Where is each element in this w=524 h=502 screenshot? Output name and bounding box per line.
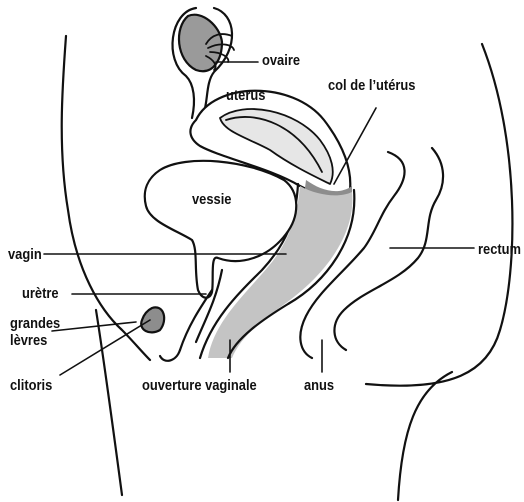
leg-outline — [96, 310, 122, 495]
label-levres: lèvres — [10, 333, 47, 348]
ovary-shape — [179, 15, 222, 71]
leader-grandes-levres — [52, 322, 136, 331]
labia-minora — [160, 350, 180, 361]
label-vagin: vagin — [8, 247, 42, 262]
label-ouverture-vaginale: ouverture vaginale — [142, 378, 257, 393]
label-grandes: grandes — [10, 316, 60, 331]
label-uretre: urètre — [22, 286, 59, 301]
label-uterus: uterus — [226, 88, 265, 103]
body-outline-front — [62, 36, 150, 360]
label-clitoris: clitoris — [10, 378, 52, 393]
label-anus: anus — [304, 378, 334, 393]
label-vessie: vessie — [192, 192, 231, 207]
body-outline-back — [366, 44, 512, 386]
label-col-de-luterus: col de l’utérus — [328, 78, 415, 93]
label-ovaire: ovaire — [262, 53, 300, 68]
label-rectum: rectum — [478, 242, 521, 257]
buttock-lower-outline — [398, 372, 452, 500]
clitoris-shape — [141, 307, 164, 332]
